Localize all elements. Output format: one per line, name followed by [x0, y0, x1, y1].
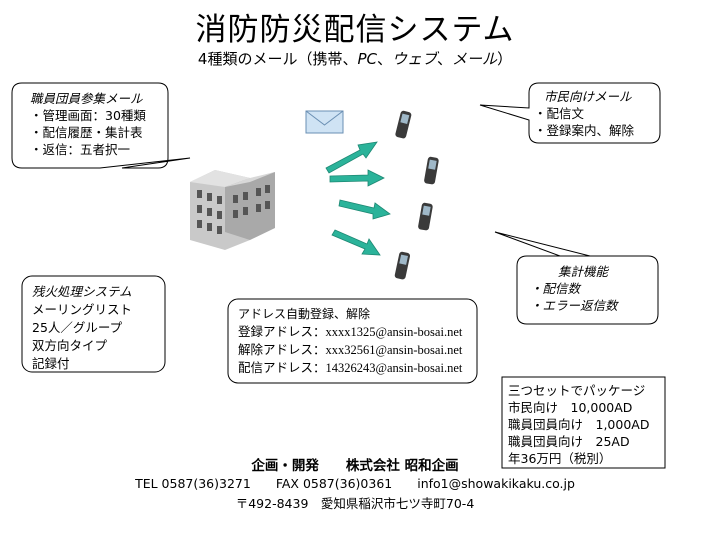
residual-box-line: 双方向タイプ	[32, 338, 108, 353]
arrow-2-icon	[329, 169, 385, 187]
page-subtitle: 4種類のメール（携帯、PC、ウェブ、メール）	[197, 50, 513, 68]
phone-2-icon	[424, 156, 439, 185]
footer-address: 〒492-8439 愛知県稲沢市七ツ寺町70-4	[235, 496, 475, 511]
residual-box-line: 記録付	[32, 356, 70, 371]
phone-1-icon	[395, 110, 412, 139]
staff-bubble-title: 職員団員参集メール	[30, 91, 143, 106]
arrow-3-icon	[338, 199, 391, 220]
package-box-shape	[501, 376, 666, 469]
staff-bubble-shape	[11, 82, 191, 169]
citizen-bubble-title: 市民向けメール	[544, 89, 632, 104]
stats-bubble-shape	[494, 231, 659, 325]
stats-bubble-line: ・配信数	[530, 281, 581, 296]
staff-bubble: 職員団員参集メール ・管理画面：30種類 ・配信履歴・集計表 ・返信：五者択一	[30, 90, 165, 158]
arrow-4-icon	[331, 229, 381, 256]
arrow-1-icon	[325, 141, 378, 174]
staff-bubble-line: ・配信履歴・集計表	[30, 125, 143, 140]
building-icon	[190, 170, 275, 250]
stats-bubble: 集計機能 ・配信数 ・エラー返信数	[530, 263, 655, 314]
footer-contact: TEL 0587(36)3271 FAX 0587(36)0361 info1@…	[135, 476, 575, 491]
citizen-bubble-shape	[479, 82, 661, 144]
phone-3-icon	[418, 202, 433, 231]
address-box-line: 配信アドレス：14326243@ansin-bosai.net	[238, 361, 463, 375]
page-title: 消防防災配信システム	[195, 12, 515, 48]
residual-box-title: 残火処理システム	[32, 284, 132, 299]
citizen-bubble: 市民向けメール ・配信文 ・登録案内、解除	[534, 88, 658, 139]
address-box-line: 解除アドレス：xxx32561@ansin-bosai.net	[238, 343, 463, 357]
staff-bubble-line: ・返信：五者択一	[30, 142, 131, 157]
citizen-bubble-line: ・登録案内、解除	[534, 123, 635, 138]
residual-box: 残火処理システム メーリングリスト 25人／グループ 双方向タイプ 記録付	[32, 283, 162, 373]
residual-box-shape	[21, 275, 166, 373]
package-box-title: 三つセットでパッケージ	[508, 383, 646, 398]
address-box-shape	[227, 298, 478, 384]
envelope-icon	[305, 110, 344, 134]
residual-box-line: メーリングリスト	[32, 302, 133, 317]
address-box-title: アドレス自動登録、解除	[238, 307, 371, 321]
stats-bubble-line: ・エラー返信数	[530, 298, 618, 313]
package-box-line: 職員団員向け 1,000AD	[508, 417, 650, 432]
footer-company: 企画・開発 株式会社 昭和企画	[251, 458, 459, 474]
phone-4-icon	[394, 251, 411, 280]
package-box-line: 年36万円（税別）	[508, 451, 612, 466]
residual-box-line: 25人／グループ	[32, 320, 123, 335]
package-box-line: 市民向け 10,000AD	[508, 400, 633, 415]
citizen-bubble-line: ・配信文	[534, 106, 585, 121]
staff-bubble-line: ・管理画面：30種類	[30, 108, 146, 123]
package-box: 三つセットでパッケージ 市民向け 10,000AD 職員団員向け 1,000AD…	[508, 382, 663, 467]
stats-bubble-title: 集計機能	[558, 264, 609, 279]
package-box-line: 職員団員向け 25AD	[508, 434, 630, 449]
address-box: アドレス自動登録、解除 登録アドレス：xxxx1325@ansin-bosai.…	[238, 305, 475, 377]
address-box-line: 登録アドレス：xxxx1325@ansin-bosai.net	[238, 325, 463, 339]
